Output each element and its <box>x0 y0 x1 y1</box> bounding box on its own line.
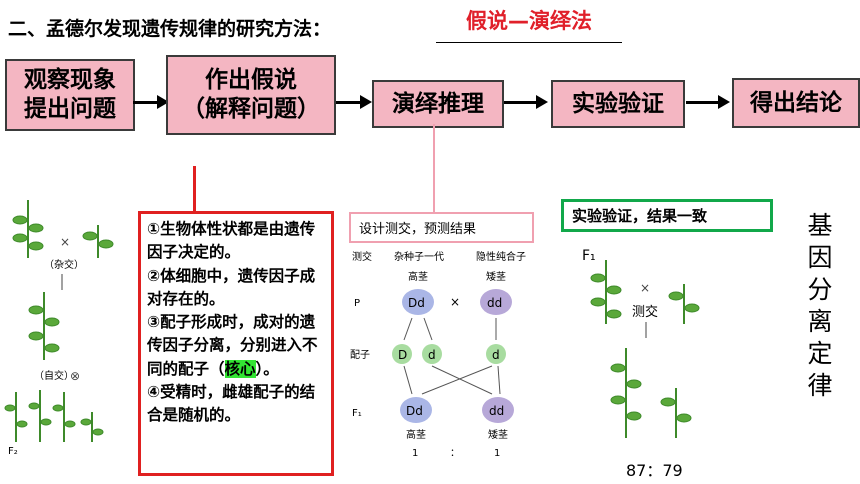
law-char: 分 <box>807 275 835 304</box>
cross-label: （杂交） <box>44 258 84 271</box>
gamete-text: d <box>428 348 436 362</box>
step-deduction: 演绎推理 <box>372 80 504 128</box>
hypothesis-point-1: ①生物体性状都是由遗传因子决定的。 <box>147 220 316 262</box>
section-title: 二、孟德尔发现遗传规律的研究方法： <box>8 18 332 40</box>
plant-dwarf-parent <box>82 225 114 258</box>
step-verify-label: 实验验证 <box>572 90 664 117</box>
step-observe-line1: 观察现象 <box>24 67 116 94</box>
pea-plant-cross-illustration: × （杂交） （自交） ⊗ F₂ <box>4 200 114 457</box>
testcross-times: × <box>640 281 650 295</box>
f2-label: F₂ <box>8 446 18 457</box>
step-observe-line2: 提出问题 <box>24 96 116 122</box>
genotype-text: dd <box>487 296 502 310</box>
row-p: P <box>354 298 360 309</box>
testcross-result: 87：79 <box>626 461 683 480</box>
offspring-dd-dwarf <box>482 397 514 423</box>
hypothesis-point-3-text: ③配子形成时，成对的遗传因子分离，分别进入不同的配子（ <box>147 313 318 378</box>
ratio-colon: ： <box>450 448 460 459</box>
p-tall-label: 高茎 <box>408 270 428 283</box>
flow-arrow-2 <box>336 95 372 109</box>
times-sign: × <box>450 295 460 309</box>
genotype-dd-recessive <box>480 289 512 315</box>
law-char: 律 <box>807 371 835 400</box>
testcross-label: 测交 <box>632 304 658 320</box>
gamete-D <box>392 344 412 364</box>
step-deduction-label: 演绎推理 <box>392 90 484 117</box>
gamete-text: D <box>398 348 407 362</box>
answer-blank: 假说—演绎法 <box>436 4 622 43</box>
gamete-d <box>422 344 442 364</box>
step-conclusion-label: 得出结论 <box>750 89 842 116</box>
flow-arrow-3 <box>504 95 548 109</box>
col-hybrid: 杂种子一代 <box>394 250 444 263</box>
ratio-left: 1 <box>412 448 418 459</box>
deduction-connector <box>433 124 435 212</box>
step-conclusion: 得出结论 <box>732 78 860 128</box>
step-hypothesis-line1: 作出假说 <box>205 67 297 94</box>
plant-f2-row <box>4 390 104 442</box>
testcross-plant-illustration: F₁ × 测交 <box>582 248 700 438</box>
hypothesis-box: ①生物体性状都是由遗传因子决定的。 ②体细胞中，遗传因子成对存在的。 ③配子形成… <box>138 211 334 476</box>
hypothesis-point-4: ④受精时，雌雄配子的结合是随机的。 <box>147 382 316 424</box>
law-char: 因 <box>807 243 835 272</box>
hypothesis-point-3-end: ）。 <box>255 359 279 378</box>
step-hypothesis-line2: （解释问题） <box>182 96 320 122</box>
deduction-caption: 设计测交，预测结果 <box>349 212 534 243</box>
col-test: 测交 <box>352 250 372 263</box>
step-observe: 观察现象提出问题 <box>5 59 135 131</box>
self-label: （自交） <box>34 369 74 382</box>
f1-label: F₁ <box>582 248 596 264</box>
gamete-text: d <box>492 348 500 362</box>
law-char: 离 <box>807 307 835 336</box>
plant-tall-parent <box>12 200 44 258</box>
genotype-text: Dd <box>406 404 423 418</box>
testcross-genotype-diagram: 测交 杂种子一代 隐性纯合子 高茎 矮茎 P Dd × dd 配子 D d d … <box>350 250 526 459</box>
step-hypothesis: 作出假说（解释问题） <box>166 55 336 135</box>
step-verify: 实验验证 <box>551 80 685 128</box>
law-char: 定 <box>807 339 835 368</box>
hypothesis-point-2: ②体细胞中，遗传因子成对存在的。 <box>147 266 316 308</box>
verify-caption: 实验验证，结果一致 <box>561 199 773 232</box>
genotype-text: Dd <box>408 296 425 310</box>
hypothesis-connector <box>193 166 196 212</box>
plant-f1-tall <box>590 260 622 324</box>
f-dwarf-label: 矮茎 <box>488 429 508 441</box>
law-char: 基 <box>807 211 835 240</box>
cross-sign: × <box>60 235 70 249</box>
row-f1: F₁ <box>352 408 362 419</box>
flow-arrow-4 <box>686 95 730 109</box>
row-gamete: 配子 <box>350 349 370 361</box>
plant-f1 <box>28 292 60 360</box>
offspring-dd-tall <box>400 397 432 423</box>
plant-offspring-tall <box>610 348 642 438</box>
col-recessive: 隐性纯合子 <box>476 250 526 263</box>
core-highlight: 核心 <box>224 359 256 378</box>
law-title: 基 因 分 离 定 律 <box>806 210 836 402</box>
genotype-dd-hybrid <box>402 289 434 315</box>
self-sign: ⊗ <box>70 369 80 383</box>
hypothesis-point-3: ③配子形成时，成对的遗传因子分离，分别进入不同的配子（核心）。 <box>147 311 327 381</box>
f-tall-label: 高茎 <box>406 428 426 441</box>
gamete-d-recessive <box>486 344 506 364</box>
plant-offspring-dwarf <box>660 388 692 438</box>
p-dwarf-label: 矮茎 <box>486 271 506 283</box>
genotype-text: dd <box>489 404 504 418</box>
plant-dwarf <box>668 284 700 324</box>
ratio-right: 1 <box>494 448 500 459</box>
flow-arrow-1 <box>133 95 169 109</box>
